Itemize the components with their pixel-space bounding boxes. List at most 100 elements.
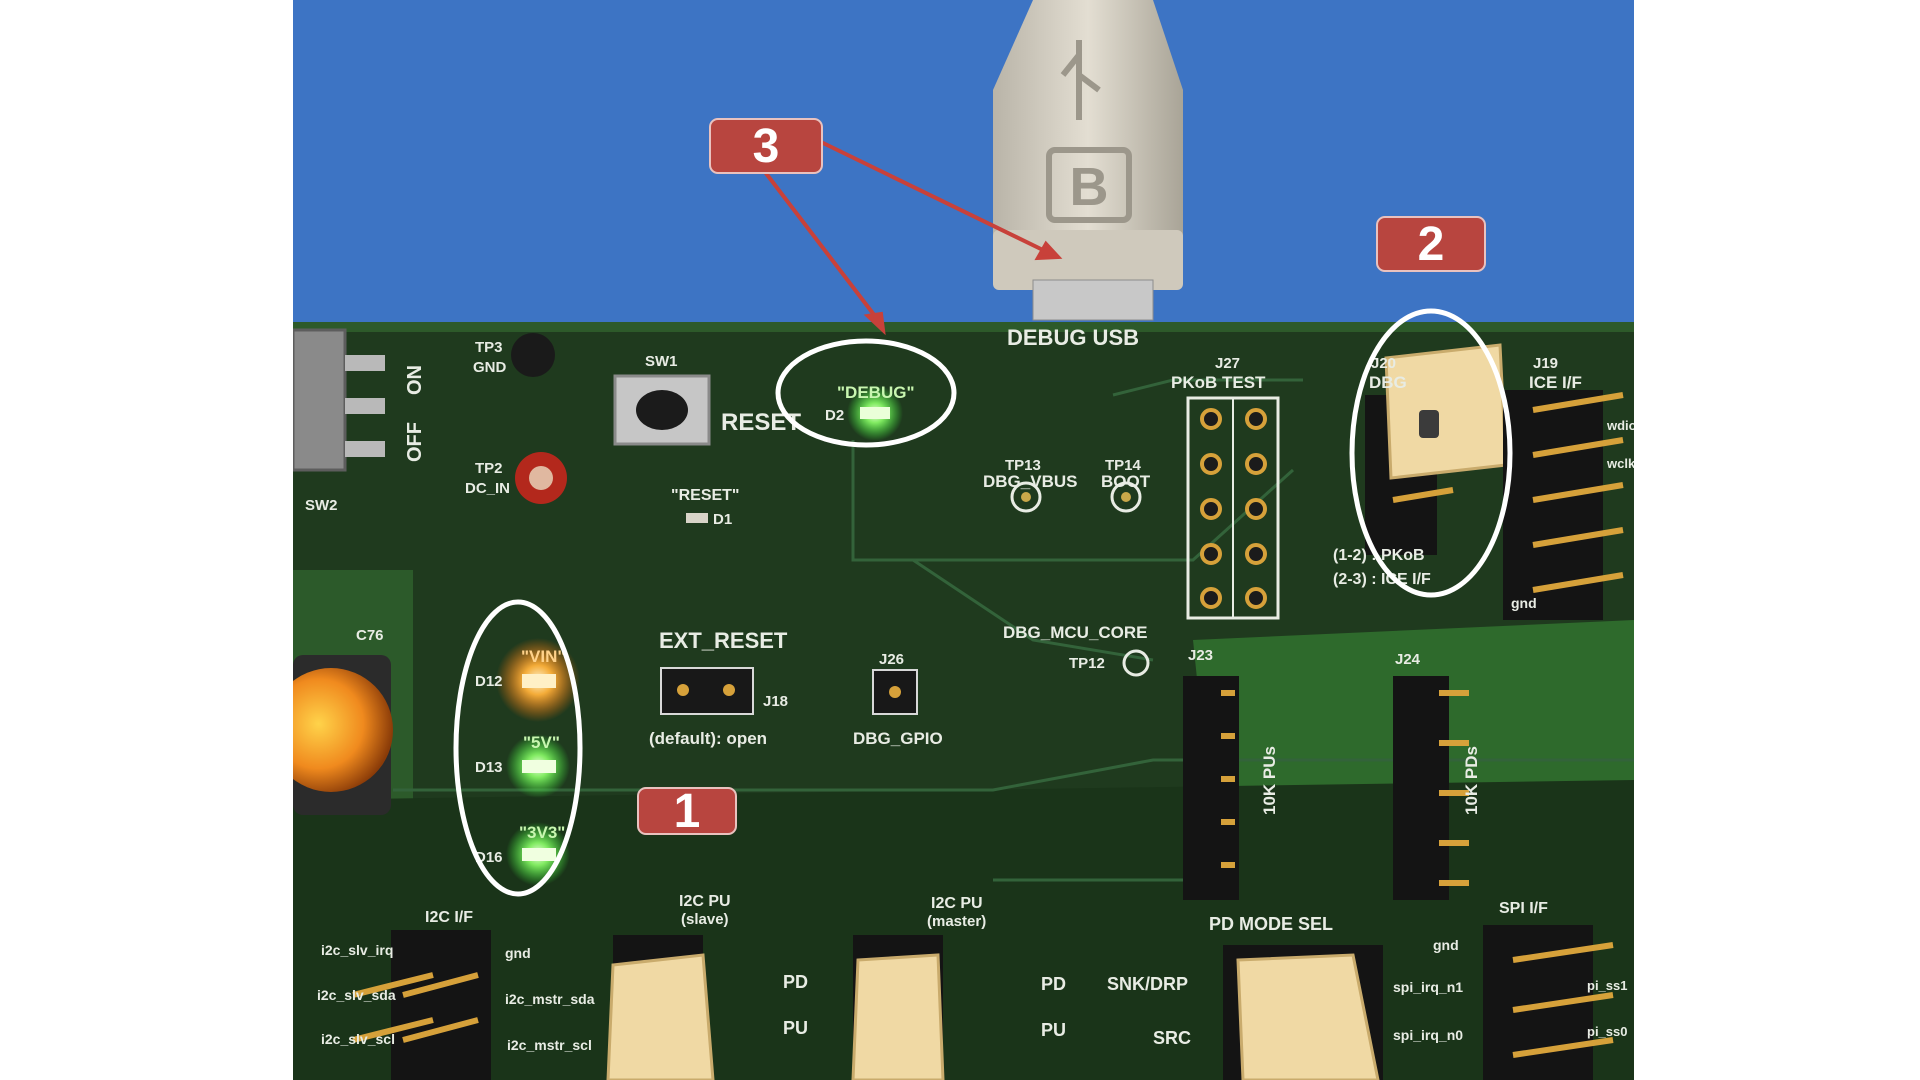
j19-header bbox=[1503, 390, 1624, 620]
label-d1: D1 bbox=[713, 511, 732, 528]
highlight-ellipses bbox=[453, 308, 1513, 897]
label-pu-master: PU bbox=[1041, 1020, 1066, 1040]
label-i2c-slv-scl: i2c_slv_scl bbox=[321, 1031, 395, 1047]
pcb-scene: B bbox=[293, 0, 1634, 1080]
label-i2c-mstr-scl: i2c_mstr_scl bbox=[507, 1037, 592, 1053]
label-pi-ss1: pi_ss1 bbox=[1587, 978, 1627, 993]
label-sw1: SW1 bbox=[645, 353, 678, 370]
label-jumper-opt2: (2-3) : ICE I/F bbox=[1333, 571, 1431, 588]
j27-header bbox=[1186, 396, 1280, 620]
label-10k-pus: 10K PUs bbox=[1260, 746, 1279, 815]
label-j18: J18 bbox=[763, 693, 788, 710]
label-ice-if: ICE I/F bbox=[1529, 373, 1582, 392]
label-i2c-if: I2C I/F bbox=[425, 909, 473, 926]
label-wdio: wdio bbox=[1606, 418, 1634, 433]
highlight-ellipse-2 bbox=[1349, 308, 1513, 598]
label-tp3: TP3 bbox=[475, 339, 503, 356]
label-pd-master: PD bbox=[1041, 974, 1066, 994]
label-i2c-pu-master: I2C PU bbox=[931, 895, 983, 912]
label-gnd-j19: gnd bbox=[1511, 595, 1537, 611]
label-j24: J24 bbox=[1395, 651, 1421, 668]
label-reset-led: "RESET" bbox=[671, 487, 740, 504]
callout-3-number: 3 bbox=[752, 119, 780, 173]
tp12-testpoint bbox=[1122, 649, 1150, 677]
label-i2c-slv-irq: i2c_slv_irq bbox=[321, 942, 393, 958]
callout-2-number: 2 bbox=[1417, 217, 1445, 271]
label-j19: J19 bbox=[1533, 355, 1558, 372]
label-gnd-spi: gnd bbox=[1433, 937, 1459, 953]
callout-2: 2 bbox=[1376, 216, 1486, 272]
callout-1-number: 1 bbox=[673, 784, 701, 838]
label-j26: J26 bbox=[879, 651, 904, 668]
highlight-ellipse-1 bbox=[453, 599, 583, 897]
label-dc-in: DC_IN bbox=[465, 480, 510, 497]
label-debug-usb: DEBUG USB bbox=[1007, 325, 1139, 350]
label-d12: D12 bbox=[475, 673, 503, 690]
svg-text:B: B bbox=[1070, 157, 1109, 217]
c76-capacitor bbox=[293, 655, 393, 815]
label-dbg: DBG bbox=[1369, 373, 1407, 392]
sw2-switch bbox=[293, 328, 385, 472]
j23-header bbox=[1183, 676, 1239, 900]
label-master: (master) bbox=[927, 913, 986, 930]
label-i2c-mstr-sda: i2c_mstr_sda bbox=[505, 991, 595, 1007]
label-wclk: wclk bbox=[1606, 456, 1634, 471]
i2c-if-header bbox=[391, 930, 491, 1080]
label-tp2: TP2 bbox=[475, 460, 503, 477]
j18-header bbox=[660, 667, 754, 715]
label-dbg-gpio: DBG_GPIO bbox=[853, 729, 943, 748]
callout-1: 1 bbox=[637, 785, 737, 838]
label-pd-mode-sel: PD MODE SEL bbox=[1209, 914, 1333, 934]
label-c76: C76 bbox=[356, 627, 384, 644]
label-10k-pds: 10K PDs bbox=[1462, 746, 1481, 815]
label-spi-irq-n1: spi_irq_n1 bbox=[1393, 979, 1463, 995]
callout-3: 3 bbox=[709, 118, 823, 174]
label-pu-slave: PU bbox=[783, 1018, 808, 1038]
label-gnd-i2c: gnd bbox=[505, 945, 531, 961]
label-debug-led: "DEBUG" bbox=[837, 383, 915, 402]
label-5v: "5V" bbox=[523, 733, 560, 752]
label-off: OFF bbox=[404, 422, 426, 462]
label-j20: J20 bbox=[1371, 355, 1396, 372]
label-gnd: GND bbox=[473, 359, 507, 376]
label-j23: J23 bbox=[1188, 647, 1213, 664]
label-d13: D13 bbox=[475, 759, 503, 776]
label-dbg-vbus: DBG_VBUS bbox=[983, 472, 1077, 491]
label-boot: BOOT bbox=[1101, 472, 1151, 491]
label-i2c-pu-slave: I2C PU bbox=[679, 893, 731, 910]
background-wall bbox=[293, 0, 1634, 330]
label-3v3: "3V3" bbox=[519, 823, 565, 842]
label-sw2: SW2 bbox=[305, 497, 338, 514]
label-j27: J27 bbox=[1215, 355, 1240, 372]
label-vin: "VIN" bbox=[521, 647, 565, 666]
label-slave: (slave) bbox=[681, 911, 729, 928]
label-dbg-mcu-core: DBG_MCU_CORE bbox=[1003, 623, 1148, 642]
d1-led bbox=[686, 513, 708, 523]
highlight-ellipse-3 bbox=[775, 338, 957, 448]
board-photo: B bbox=[293, 0, 1634, 1080]
label-pkob-test: PKoB TEST bbox=[1171, 373, 1266, 392]
label-pi-ss0: pi_ss0 bbox=[1587, 1024, 1627, 1039]
j24-header bbox=[1393, 676, 1469, 900]
tp14-testpoint bbox=[1110, 481, 1142, 513]
label-i2c-slv-sda: i2c_slv_sda bbox=[317, 987, 396, 1003]
sw1-button bbox=[613, 374, 711, 446]
label-pd-slave: PD bbox=[783, 972, 808, 992]
silkscreen-text: DEBUG USB "DEBUG" D2 SW1 RESET "RESET" D… bbox=[305, 325, 1634, 1053]
label-spi-if: SPI I/F bbox=[1499, 900, 1548, 917]
label-on: ON bbox=[404, 365, 426, 395]
label-tp13: TP13 bbox=[1005, 457, 1041, 474]
label-ext-reset: EXT_RESET bbox=[659, 628, 788, 653]
label-default-open: (default): open bbox=[649, 729, 767, 748]
label-spi-irq-n0: spi_irq_n0 bbox=[1393, 1027, 1463, 1043]
label-tp12: TP12 bbox=[1069, 655, 1105, 672]
label-snk-drp: SNK/DRP bbox=[1107, 974, 1188, 994]
label-d2: D2 bbox=[825, 407, 844, 424]
tp3-testpoint bbox=[511, 333, 555, 377]
usb-cable: B bbox=[993, 0, 1183, 321]
tp13-testpoint bbox=[1010, 481, 1042, 513]
label-src: SRC bbox=[1153, 1028, 1191, 1048]
label-reset: RESET bbox=[721, 409, 801, 436]
label-tp14: TP14 bbox=[1105, 457, 1142, 474]
callout-3-arrows bbox=[763, 140, 1063, 336]
